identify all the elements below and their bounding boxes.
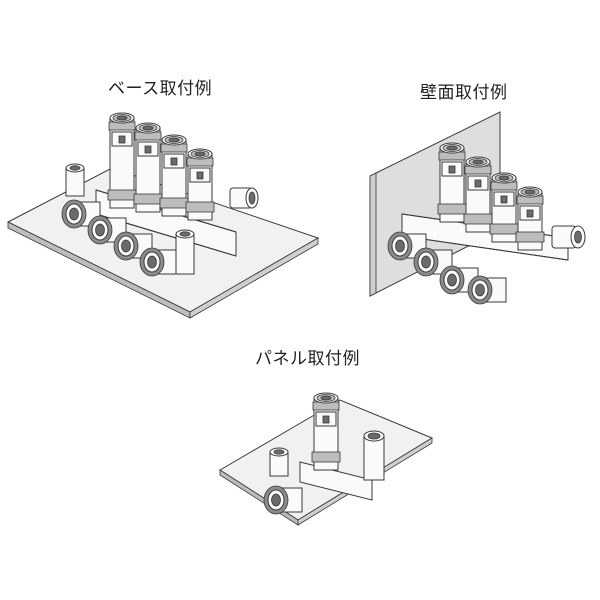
figure-base-mounting — [6, 112, 320, 319]
end-cap-base — [229, 187, 259, 209]
outlet-group-wall — [387, 231, 507, 305]
stub-panel-left — [269, 447, 289, 477]
base-plate-side — [189, 237, 319, 319]
caption-base-mounting: ベース取付例 — [108, 79, 213, 99]
outlet-group-panel — [263, 485, 303, 515]
outlet-4 — [139, 247, 179, 277]
valve-4 — [515, 186, 545, 251]
header-pipe-panel — [299, 461, 373, 501]
stub-left — [65, 163, 85, 197]
caption-panel-mounting: パネル取付例 — [255, 349, 360, 369]
valve-2 — [133, 122, 163, 213]
valve-1 — [311, 392, 341, 471]
outlet-1 — [263, 485, 303, 515]
valve-group-wall — [437, 142, 545, 251]
outlet-2 — [413, 247, 453, 277]
outlet-group-base — [61, 199, 179, 277]
outlet-1 — [387, 231, 427, 261]
figure-panel-mounting — [219, 392, 434, 526]
outlet-4 — [467, 275, 507, 305]
stub-panel-right — [363, 430, 385, 481]
valve-group-base — [107, 112, 215, 221]
end-cap-wall — [551, 225, 586, 249]
valve-2 — [463, 156, 493, 233]
caption-wall-mounting: 壁面取付例 — [420, 83, 508, 103]
outlet-3 — [439, 265, 479, 295]
valve-1 — [437, 142, 467, 223]
valve-group-panel — [311, 392, 341, 471]
stub-right — [175, 229, 195, 275]
outlet-2 — [87, 215, 127, 245]
valve-3 — [489, 172, 519, 243]
valve-4 — [185, 148, 215, 221]
valve-1 — [107, 112, 137, 209]
valve-3 — [159, 134, 189, 217]
wall-plate-edge — [369, 172, 377, 297]
figure-wall-mounting — [369, 111, 586, 305]
